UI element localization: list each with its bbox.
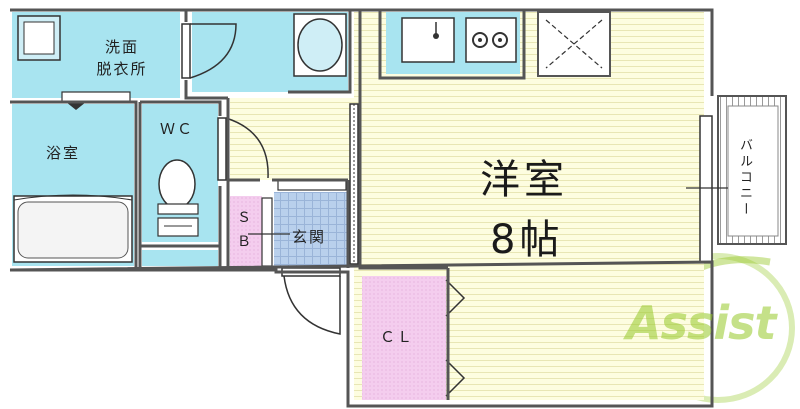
shoe-box-partition [261,197,273,267]
assist-logo-text: Assist [626,296,776,350]
western-room-label: 洋室 [480,157,568,203]
room-size-label: 8帖 [490,217,564,263]
gas-stove [465,17,517,63]
washroom-door [181,23,237,79]
washbasin [17,15,61,61]
closet-doors [445,279,466,397]
shoe-box [230,196,262,266]
hallway-floor [230,98,355,180]
bathtub [13,194,133,263]
balcony-inner [727,105,779,237]
toilet-bowl [157,159,199,237]
toilet-shelf [142,250,218,266]
balcony-label: バルコニー [737,138,752,218]
washing-machine-space [293,13,347,77]
entrance-floor [274,192,348,266]
bath-label: 浴室 [46,144,81,162]
toilet-label: ＷＣ [160,120,195,138]
fridge-mark [545,19,603,69]
balcony-window [699,115,713,263]
kitchen-sink [401,17,455,63]
toilet-door [217,117,269,181]
entrance-label: 玄関 [292,228,327,246]
washroom-label: 洗面 脱衣所 [96,38,148,78]
sb-label: Ｓ Ｂ [237,210,251,250]
closet-floor [362,276,446,400]
walls [9,8,714,408]
entrance-door [281,267,341,335]
closet-label: ＣＬ [380,328,415,346]
